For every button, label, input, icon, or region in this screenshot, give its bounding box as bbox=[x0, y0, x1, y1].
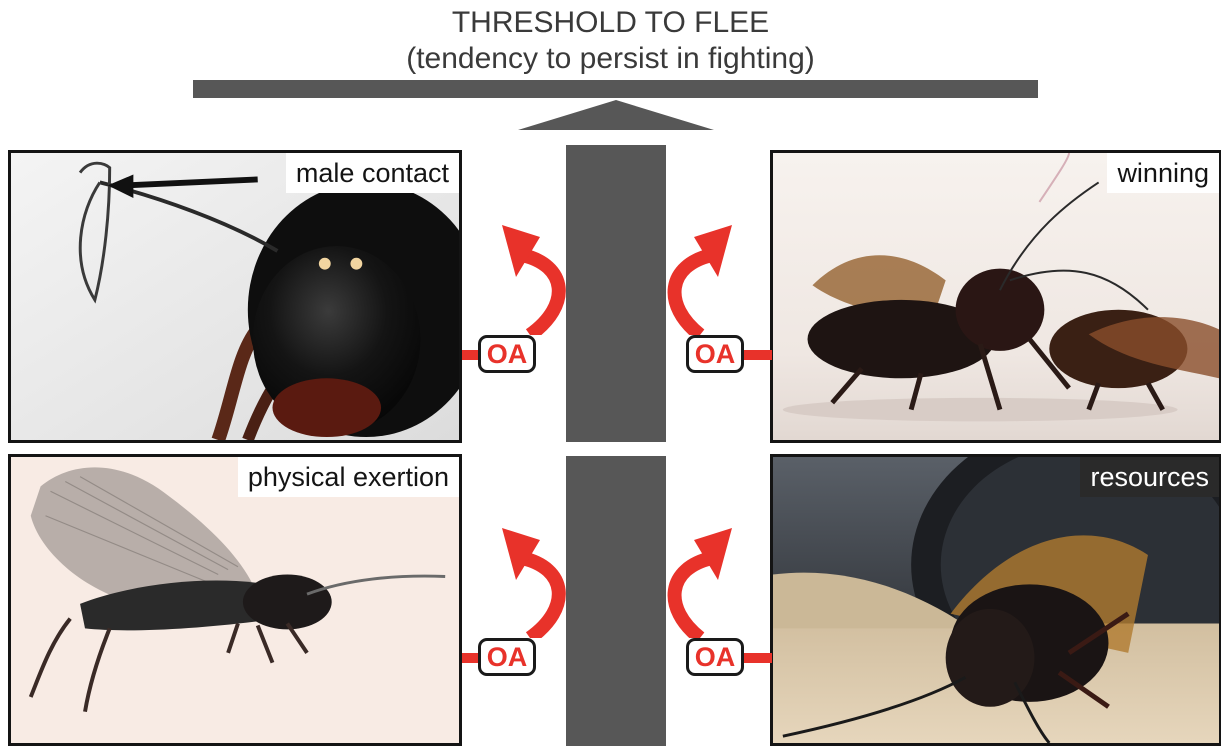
diagram-subtitle: (tendency to persist in fighting) bbox=[0, 42, 1221, 76]
curved-arrow-icon bbox=[492, 215, 572, 335]
panel-label-male-contact: male contact bbox=[286, 153, 459, 193]
flying-cricket-photo bbox=[11, 457, 459, 743]
panel-label-physical-exertion: physical exertion bbox=[238, 457, 459, 497]
diagram-title: THRESHOLD TO FLEE bbox=[0, 6, 1221, 40]
cricket-head-photo bbox=[11, 153, 459, 440]
panel-winning: winning bbox=[770, 150, 1221, 443]
arrow-shaft-upper bbox=[566, 145, 666, 442]
connector-line bbox=[742, 653, 772, 663]
cricket-burrow-photo bbox=[773, 457, 1219, 743]
up-arrowhead-icon bbox=[518, 100, 714, 130]
oa-label: OA bbox=[686, 335, 744, 373]
connector-line bbox=[742, 350, 772, 360]
curved-arrow-icon bbox=[662, 215, 742, 335]
oa-label: OA bbox=[686, 638, 744, 676]
threshold-bar bbox=[193, 80, 1038, 98]
curved-arrow-icon bbox=[492, 518, 572, 638]
panel-male-contact: male contact bbox=[8, 150, 462, 443]
curved-arrow-icon bbox=[662, 518, 742, 638]
panel-label-resources: resources bbox=[1080, 457, 1219, 497]
panel-label-winning: winning bbox=[1107, 153, 1219, 193]
two-crickets-photo bbox=[773, 153, 1219, 440]
panel-resources: resources bbox=[770, 454, 1221, 746]
oa-label: OA bbox=[478, 638, 536, 676]
oa-label: OA bbox=[478, 335, 536, 373]
arrow-shaft-lower bbox=[566, 456, 666, 746]
panel-physical-exertion: physical exertion bbox=[8, 454, 462, 746]
